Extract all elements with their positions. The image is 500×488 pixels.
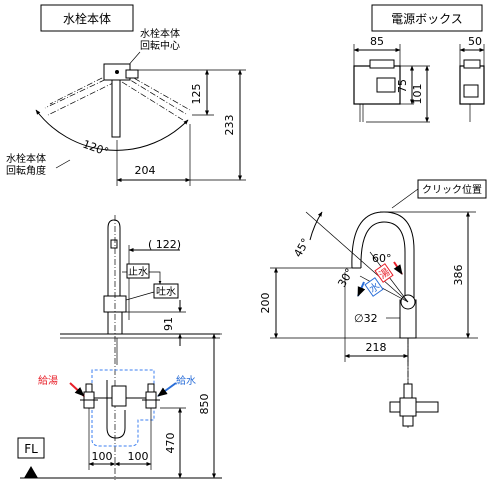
- power-box-width: 85: [370, 35, 384, 48]
- angle-60: 60°: [372, 252, 392, 265]
- supply-trap: [106, 380, 126, 439]
- angle-arc-45: [309, 211, 323, 241]
- side-valve-stem: [403, 383, 413, 399]
- spout-left-rotated: [44, 72, 116, 116]
- side-valve-body: [399, 397, 417, 417]
- faucet-base-handle: [125, 69, 139, 79]
- dim-left: 100: [92, 450, 113, 463]
- power-box-title: 電源ボックス: [391, 12, 463, 26]
- discharge-leader: [125, 291, 155, 301]
- mixing-valve: [111, 385, 127, 407]
- angle-line-30: [359, 275, 409, 303]
- side-valve-left: [389, 401, 401, 413]
- stop-label: 止水: [128, 266, 148, 278]
- floor-label-box: [17, 437, 45, 459]
- power-box-side-cap: [463, 59, 481, 69]
- rotation-center-label-1: 水栓本体: [140, 27, 180, 40]
- faucet-body-plan-view: 水栓本体 水栓本体 回転中心 120° 水栓本体 回転角度 125: [6, 4, 246, 186]
- rotate-arrow-blue: [357, 281, 366, 297]
- stop-label-box: [126, 263, 150, 279]
- faucet-body-title: 水栓本体: [63, 11, 111, 26]
- power-box-title-box: [371, 4, 483, 32]
- floor-marker: [24, 466, 38, 478]
- rotation-angle-label-2: 回転角度: [6, 164, 46, 177]
- side-valve-right: [415, 401, 439, 413]
- supply-envelope: [91, 369, 155, 447]
- rotation-angle-leader: [55, 159, 71, 169]
- hot-label: 給湯: [38, 374, 58, 387]
- power-box-height-total: 101: [411, 84, 424, 105]
- spout-center: [111, 76, 121, 138]
- side-height: 386: [452, 265, 465, 286]
- cold-label: 給水: [176, 374, 196, 387]
- cold-valve: [142, 383, 160, 409]
- floor-label: FL: [24, 442, 38, 456]
- angle-45: 45°: [291, 236, 312, 259]
- side-diameter: ∅32: [354, 312, 378, 325]
- spout-right-rotated: [121, 72, 191, 121]
- front-sensor: [110, 239, 118, 249]
- faucet-side-view: クリック位置 45° 60° 30° 湯 水 386 200 ∅32: [259, 179, 487, 428]
- power-box-view: 電源ボックス 85 75 101 50: [353, 4, 485, 123]
- side-spout-height: 200: [259, 293, 272, 314]
- discharge-label: 吐水: [156, 286, 176, 298]
- front-base-height: 91: [162, 317, 175, 331]
- dim-reach: 204: [135, 164, 156, 177]
- rotation-center-point: [115, 70, 119, 74]
- side-reach: 218: [366, 341, 387, 354]
- hot-mark-box: [374, 263, 394, 283]
- faucet-front-view: ( 122) 止水 吐水 91: [17, 215, 222, 480]
- stop-discharge-arrow: [149, 271, 162, 285]
- faucet-body-title-box: [40, 4, 134, 32]
- cold-mark-box: [364, 277, 384, 297]
- front-sensor-offset: ( 122): [148, 238, 181, 251]
- dim-height: 233: [223, 115, 236, 136]
- front-spout: [107, 219, 121, 300]
- power-box-side-window: [463, 84, 479, 98]
- hot-valve: [80, 383, 98, 409]
- discharge-label-box: [153, 283, 179, 299]
- power-box-height-body: 75: [396, 79, 409, 93]
- dim-total-height: 850: [198, 394, 211, 415]
- rotation-center-label-2: 回転中心: [140, 39, 180, 52]
- rotation-arc: [35, 109, 189, 151]
- hot-arrow: [69, 382, 85, 397]
- angle-30: 30°: [335, 266, 356, 289]
- click-position-leader: [391, 188, 419, 209]
- power-box-front-window: [376, 77, 396, 93]
- dim-right: 100: [128, 450, 149, 463]
- click-position-label: クリック位置: [422, 183, 482, 196]
- side-spout-inner: [360, 221, 406, 310]
- cold-arrow: [157, 382, 177, 397]
- side-valve-bottom: [402, 415, 414, 427]
- dim-supply-height: 470: [164, 433, 177, 454]
- power-box-depth: 50: [468, 35, 482, 48]
- rotate-arrow-red: [393, 261, 403, 275]
- angle-line-45: [305, 211, 409, 303]
- rotation-angle-value: 120°: [81, 138, 110, 159]
- rotation-angle-label-1: 水栓本体: [6, 152, 46, 165]
- dim-spout-height: 125: [190, 84, 203, 105]
- power-box-front-cap: [369, 59, 395, 69]
